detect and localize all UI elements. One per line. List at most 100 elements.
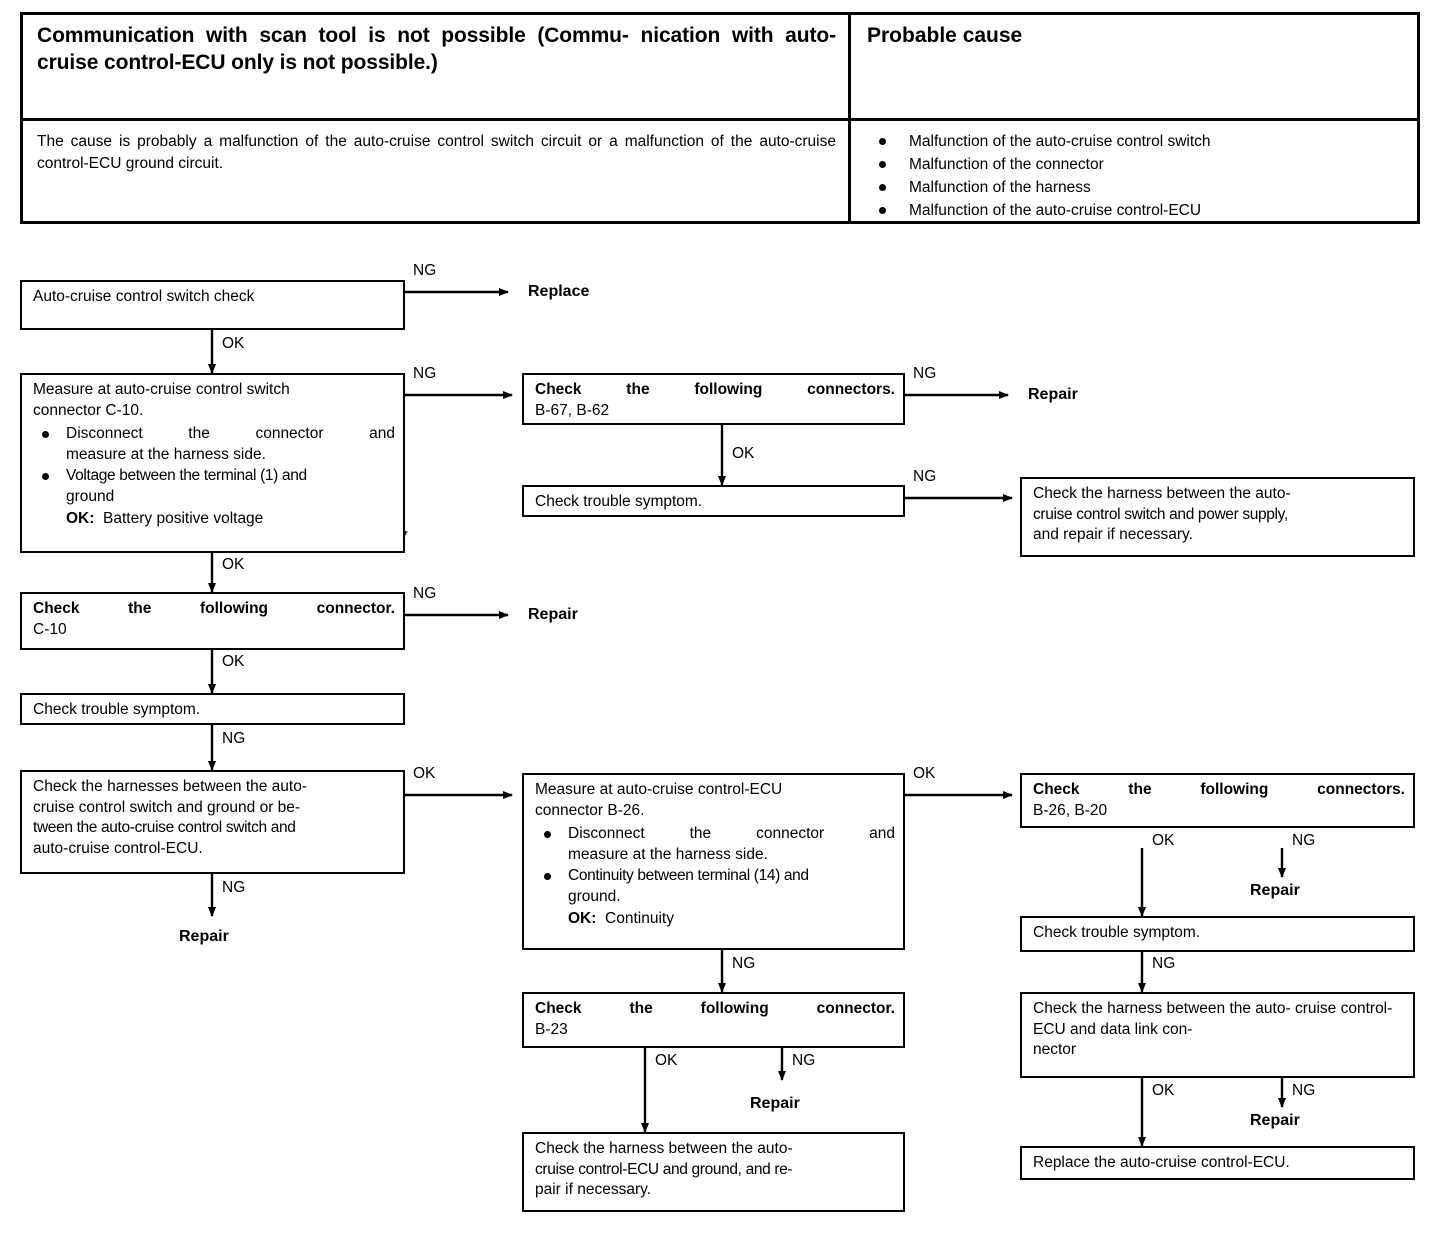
box-measure-ecu-connector[interactable]: Measure at auto-cruise control-ECU conne… xyxy=(522,773,905,950)
check-trouble-symptom-mid-text: Check trouble symptom. xyxy=(535,493,703,510)
branch-label-ng: NG xyxy=(913,468,937,485)
branch-label-ng: NG xyxy=(413,585,437,602)
branch-label-ng: NG xyxy=(222,879,246,896)
symptom-cause-table: Communication with scan tool is not poss… xyxy=(20,12,1420,224)
box-check-trouble-symptom-left[interactable]: Check trouble symptom. xyxy=(20,693,405,725)
box-check-connectors-b67-b62[interactable]: Check the following connectors. B-67, B-… xyxy=(522,373,905,425)
harnesses-line1: Check the harnesses between the auto- xyxy=(33,778,308,795)
measure-ecu-line1: Measure at auto-cruise control-ECU xyxy=(535,781,783,798)
box-check-connector-c10[interactable]: Check the following connector. C-10 xyxy=(20,592,405,650)
measure-switch-line1: Measure at auto-cruise control switch xyxy=(33,381,290,398)
branch-label-ng: NG xyxy=(413,262,437,279)
measure-ecu-b2-line2: ground. xyxy=(568,888,621,906)
box-check-trouble-symptom-mid[interactable]: Check trouble symptom. xyxy=(522,485,905,517)
list-item: Malfunction of the auto-cruise control s… xyxy=(867,131,1405,154)
check-trouble-symptom-right-text: Check trouble symptom. xyxy=(1033,924,1201,941)
harness-dlc-line1: Check the harness between the auto- xyxy=(1033,1000,1291,1017)
check-connector-c10-title: Check the following connector. xyxy=(33,600,395,617)
terminal-repair-1: Repair xyxy=(1028,386,1078,403)
branch-label-ng: NG xyxy=(1292,1082,1316,1099)
symptom-title-line3: possible.) xyxy=(340,50,438,74)
branch-label-ng: NG xyxy=(222,730,246,747)
box-measure-switch-connector[interactable]: Measure at auto-cruise control switch co… xyxy=(20,373,405,553)
measure-switch-line2: connector C-10. xyxy=(33,401,144,419)
harnesses-line2: cruise control switch and ground or be- xyxy=(33,798,301,816)
terminal-repair-2: Repair xyxy=(528,606,578,623)
ok-prefix: OK: xyxy=(568,909,597,927)
measure-ecu-line2: connector B-26. xyxy=(535,801,645,819)
measure-switch-b2-line2: ground xyxy=(66,488,115,506)
box-check-connectors-b26-b20[interactable]: Check the following connectors. B-26, B-… xyxy=(1020,773,1415,828)
branch-label-ok: OK xyxy=(1152,832,1175,849)
box-switch-check[interactable]: Auto-cruise control switch check xyxy=(20,280,405,330)
box-check-trouble-symptom-right[interactable]: Check trouble symptom. xyxy=(1020,916,1415,952)
measure-switch-b1-line2: measure at the harness side. xyxy=(66,445,266,463)
branch-label-ng: NG xyxy=(413,365,437,382)
list-item: Disconnect the connector and measure at … xyxy=(33,424,395,465)
connectors-b67-list: B-67, B-62 xyxy=(535,401,610,419)
measure-ecu-b1-line2: measure at the harness side. xyxy=(568,845,768,863)
list-item: Malfunction of the harness xyxy=(867,177,1405,200)
harness-power-line2: cruise control switch and power supply, xyxy=(1033,505,1288,523)
measure-switch-ok-line: OK: Battery positive voltage xyxy=(66,509,395,530)
branch-label-ng: NG xyxy=(1152,955,1176,972)
symptom-title-line1: Communication with scan tool is not poss… xyxy=(37,24,629,47)
list-item: Malfunction of the connector xyxy=(867,154,1405,177)
list-item: Voltage between the terminal (1) and gro… xyxy=(33,466,395,529)
symptom-title: Communication with scan tool is not poss… xyxy=(37,23,836,77)
list-item: Disconnect the connector and measure at … xyxy=(535,824,895,865)
branch-label-ok: OK xyxy=(222,335,245,352)
box-replace-ecu[interactable]: Replace the auto-cruise control-ECU. xyxy=(1020,1146,1415,1180)
connector-b23-list: B-23 xyxy=(535,1020,568,1038)
branch-label-ok: OK xyxy=(1152,1082,1175,1099)
branch-label-ok: OK xyxy=(413,765,436,782)
branch-label-ok: OK xyxy=(222,556,245,573)
cause-list-cell: Malfunction of the auto-cruise control s… xyxy=(851,121,1417,224)
measure-ecu-ok-line: OK: Continuity xyxy=(568,909,895,930)
measure-switch-b1-line1: Disconnect the connector and xyxy=(66,425,395,443)
box-switch-check-text: Auto-cruise control switch check xyxy=(33,288,255,305)
terminal-replace-1: Replace xyxy=(528,283,590,300)
connector-b23-title: Check the following connector. xyxy=(535,1000,895,1017)
box-check-connector-b23[interactable]: Check the following connector. B-23 xyxy=(522,992,905,1048)
table-header-row: Communication with scan tool is not poss… xyxy=(23,15,1417,118)
box-check-harness-switch-power[interactable]: Check the harness between the auto- crui… xyxy=(1020,477,1415,557)
list-item: Continuity between terminal (14) and gro… xyxy=(535,866,895,929)
box-check-harness-ecu-ground[interactable]: Check the harness between the auto- crui… xyxy=(522,1132,905,1212)
check-connector-c10-list: C-10 xyxy=(33,620,67,638)
harness-ecu-ground-line3: pair if necessary. xyxy=(535,1181,652,1199)
terminal-repair-5: Repair xyxy=(1250,882,1300,899)
harness-power-line3: and repair if necessary. xyxy=(1033,526,1193,544)
check-trouble-symptom-left-text: Check trouble symptom. xyxy=(33,701,201,718)
measure-ecu-b1-line1: Disconnect the connector and xyxy=(568,825,895,843)
troubleshooting-flowchart: Auto-cruise control switch check NG Repl… xyxy=(0,240,1440,1230)
connectors-b26-list: B-26, B-20 xyxy=(1033,801,1108,819)
symptom-description-cell: The cause is probably a malfunction of t… xyxy=(23,121,851,224)
replace-ecu-text: Replace the auto-cruise control-ECU. xyxy=(1033,1154,1290,1171)
probable-cause-list: Malfunction of the auto-cruise control s… xyxy=(867,129,1405,223)
branch-label-ng: NG xyxy=(732,955,756,972)
harness-dlc-line3: nector xyxy=(1033,1041,1077,1059)
branch-label-ok: OK xyxy=(222,653,245,670)
box-check-harnesses-switch-ground[interactable]: Check the harnesses between the auto- cr… xyxy=(20,770,405,874)
harnesses-line4: auto-cruise control-ECU. xyxy=(33,839,203,857)
harness-ecu-ground-line2: cruise control-ECU and ground, and re- xyxy=(535,1160,793,1178)
measure-switch-bullets: Disconnect the connector and measure at … xyxy=(33,424,395,529)
branch-label-ok: OK xyxy=(913,765,936,782)
table-body-row: The cause is probably a malfunction of t… xyxy=(23,118,1417,224)
ok-prefix: OK: xyxy=(66,509,95,527)
box-check-harness-ecu-dlc[interactable]: Check the harness between the auto- crui… xyxy=(1020,992,1415,1078)
terminal-repair-4: Repair xyxy=(750,1095,800,1112)
cause-header-cell: Probable cause xyxy=(851,15,1417,118)
symptom-title-line2: nication with auto-cruise control-ECU on… xyxy=(37,24,836,74)
ok-value: Continuity xyxy=(605,909,674,927)
harness-dlc-line2: cruise control-ECU and data link con- xyxy=(1033,1000,1393,1038)
terminal-repair-3: Repair xyxy=(179,928,229,945)
connectors-b67-title: Check the following connectors. xyxy=(535,381,895,398)
cause-title: Probable cause xyxy=(867,24,1023,47)
branch-label-ng: NG xyxy=(913,365,937,382)
branch-label-ok: OK xyxy=(655,1052,678,1069)
harness-power-line1: Check the harness between the auto- xyxy=(1033,485,1291,502)
measure-ecu-b2-line1: Continuity between terminal (14) and xyxy=(568,867,809,885)
branch-label-ng: NG xyxy=(792,1052,816,1069)
